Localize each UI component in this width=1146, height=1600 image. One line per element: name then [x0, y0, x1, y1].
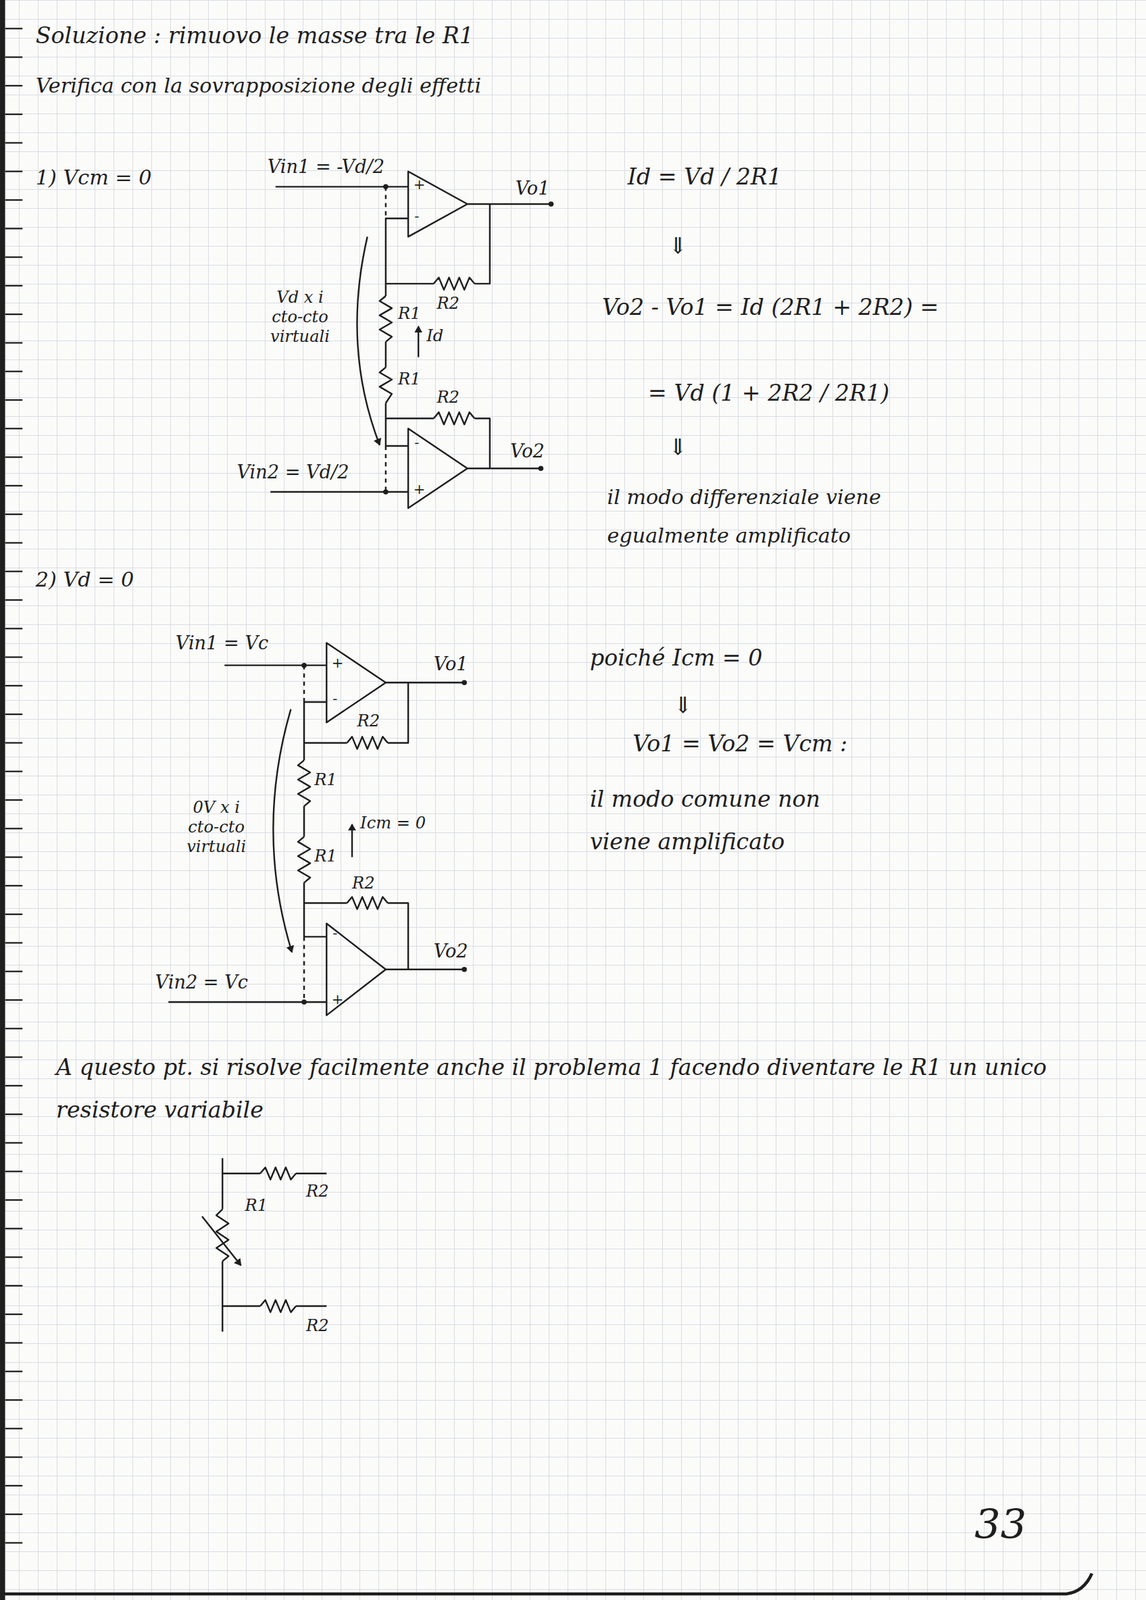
formula: = Vd (1 + 2R2 / 2R1) — [648, 379, 890, 407]
part-name: R2 — [306, 1316, 330, 1336]
note-text: il modo differenziale viene egualmente a… — [607, 477, 965, 556]
signal-name: Icm = 0 — [360, 813, 426, 834]
note-heading: Soluzione : rimuovo le masse tra le R1 — [35, 22, 474, 50]
pin-name: + — [331, 654, 344, 671]
page-number: 33 — [974, 1500, 1027, 1549]
pin-name: - — [414, 433, 419, 451]
signal-name: Vin2 = Vc — [155, 971, 249, 994]
signal-name: Id — [426, 326, 444, 346]
signal-name: Vo2 — [510, 440, 545, 463]
pin-name: + — [413, 480, 426, 498]
part-name: R2 — [436, 387, 460, 408]
signal-name: Vin2 = Vd/2 — [236, 461, 349, 484]
part-name: R1 — [244, 1196, 268, 1216]
signal-name: Vin1 = -Vd/2 — [267, 156, 385, 179]
part-name: R1 — [314, 846, 338, 867]
part-name: R2 — [306, 1181, 330, 1202]
part-name: R1 — [314, 770, 338, 790]
case-label: 1) Vcm = 0 — [35, 165, 153, 190]
signal-name: Vo1 — [433, 653, 469, 676]
part-name: R1 — [397, 369, 421, 390]
formula: Vo1 = Vo2 = Vcm : — [632, 730, 848, 758]
part-name: R2 — [436, 293, 460, 314]
arrow-symbol: ⇓ — [668, 232, 688, 260]
note-text: il modo comune non viene amplificato — [589, 777, 886, 863]
note-text: 0V x i cto-cto virtuali — [181, 798, 252, 857]
formula: Id = Vd / 2R1 — [627, 163, 782, 191]
arrow-symbol: ⇓ — [668, 433, 688, 461]
part-name: R2 — [352, 873, 376, 894]
part-name: R1 — [397, 304, 421, 324]
pin-name: - — [332, 924, 338, 942]
pin-name: + — [413, 175, 426, 193]
note-text: Verifica con la sovrapposizione degli ef… — [35, 73, 482, 98]
note-text: A questo pt. si risolve facilmente anche… — [56, 1045, 1087, 1132]
pin-name: - — [414, 207, 419, 225]
note-text: Vd x i cto-cto virtuali — [263, 287, 338, 347]
pin-name: + — [331, 990, 344, 1008]
signal-name: Vo1 — [515, 177, 551, 201]
arrow-symbol: ⇓ — [673, 691, 693, 719]
signal-name: Vo2 — [433, 940, 469, 963]
pin-name: - — [332, 689, 338, 707]
formula: poiché Icm = 0 — [589, 644, 763, 672]
formula: Vo2 - Vo1 = Id (2R1 + 2R2) = — [602, 293, 939, 321]
case-label: 2) Vd = 0 — [35, 567, 134, 592]
signal-name: Vin1 = Vc — [175, 632, 269, 655]
part-name: R2 — [357, 711, 381, 732]
